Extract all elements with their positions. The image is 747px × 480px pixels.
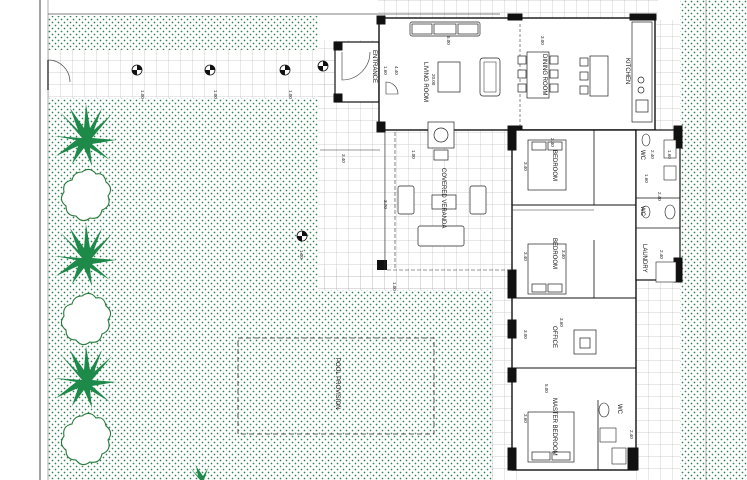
- dim-wc-a: 2.40: [650, 150, 655, 159]
- dim-living-w: 5.00: [446, 36, 451, 45]
- lawn-top: [48, 16, 318, 50]
- bed-master: [527, 411, 575, 463]
- label-pool: POOL PROVISION: [334, 358, 340, 409]
- coffee-table: [437, 61, 461, 93]
- dim-living-a: 20.00: [431, 74, 436, 86]
- dim-master-w: 5.00: [544, 384, 549, 393]
- path-dim: 1.00: [140, 90, 145, 99]
- label-master: MASTER BEDROOM: [551, 398, 557, 456]
- sofa: [409, 21, 481, 37]
- dim-living-h: 4.40: [394, 66, 399, 75]
- label-veranda: COVERED VERANDA: [440, 168, 446, 228]
- dim-office-w: 3.00: [523, 330, 528, 339]
- dim-veranda-w: 3.40: [341, 154, 346, 163]
- veranda-lounge: [397, 185, 487, 247]
- dim-wc-m: 2.40: [629, 430, 634, 439]
- bed-1: [527, 139, 567, 191]
- dim-corner: 1.00: [392, 282, 397, 291]
- bed-2: [527, 243, 567, 295]
- level-marker: [131, 64, 143, 76]
- label-dining: DINING ROOM: [541, 54, 547, 95]
- level-marker: [204, 64, 216, 76]
- door-swing: [341, 51, 371, 81]
- wc-fixtures: [598, 133, 677, 465]
- level-marker: [279, 64, 291, 76]
- kitchen-island: [579, 55, 609, 97]
- dim-master-h: 3.60: [523, 414, 528, 423]
- dim-dining: 3.00: [540, 36, 545, 45]
- dim-stair: 1.00: [411, 150, 416, 159]
- palm-tree: [54, 224, 116, 286]
- path-dim: 1.00: [213, 90, 218, 99]
- path-dim: 1.00: [288, 90, 293, 99]
- shrub: [60, 412, 112, 466]
- column: [377, 260, 387, 270]
- label-office: OFFICE: [551, 326, 557, 348]
- dim-wc-d: 1.60: [644, 174, 649, 183]
- label-wc-2: WC: [639, 206, 645, 217]
- gate-swing: [47, 59, 71, 83]
- kitchen-counter: [631, 21, 653, 123]
- lawn-pool-area: [318, 290, 493, 480]
- dim-bed2-w: 3.40: [523, 252, 528, 261]
- level-marker: [317, 60, 329, 72]
- palm-tree: [190, 466, 208, 480]
- label-living: LIVING ROOM: [422, 62, 428, 102]
- label-bedroom-1: BEDROOM: [551, 150, 557, 181]
- dim-entrance: 1.60: [383, 66, 388, 75]
- dim-veranda-h: 3.70: [383, 200, 388, 209]
- shrub: [60, 292, 112, 346]
- dining-table: [517, 51, 559, 99]
- label-kitchen: KITCHEN: [624, 58, 630, 84]
- dim-bed1-h: 2.40: [550, 138, 555, 147]
- dim-bed2-h: 3.40: [561, 250, 566, 259]
- level-marker: [296, 230, 308, 242]
- office-desk: [573, 329, 597, 355]
- dim-wc-b: 2.40: [657, 192, 662, 201]
- lawn-right: [680, 0, 747, 480]
- label-laundry: LAUNDRY: [641, 244, 647, 273]
- door-swing: [385, 81, 399, 95]
- palm-tree: [54, 346, 116, 408]
- dim-bed1-w: 3.40: [523, 162, 528, 171]
- palm-tree: [54, 104, 116, 166]
- armchair-inner: [483, 61, 497, 93]
- paving-right2: [655, 20, 680, 130]
- dim-laundry: 2.40: [659, 250, 664, 259]
- paving-lower: [318, 268, 518, 290]
- label-bedroom-2: BEDROOM: [551, 238, 557, 269]
- label-wc-3: WC: [616, 404, 622, 415]
- veranda-table: [427, 121, 455, 161]
- pool-provision: [237, 337, 435, 435]
- paving-top: [378, 0, 658, 18]
- dim-wc-c: 1.60: [667, 150, 672, 159]
- dim-office-h: 3.60: [559, 318, 564, 327]
- shrub: [60, 168, 112, 222]
- label-entrance: ENTRANCE: [371, 50, 377, 83]
- path-dim: 1.00: [299, 250, 304, 259]
- paving-path: [48, 50, 338, 98]
- label-wc-1: WC: [639, 150, 645, 161]
